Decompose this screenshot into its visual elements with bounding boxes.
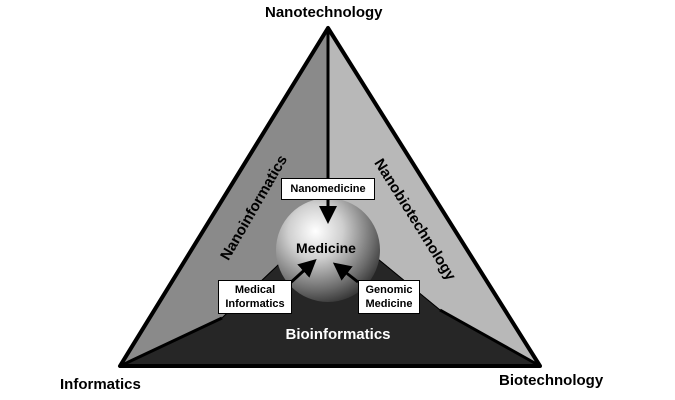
medical-informatics-line1: Medical xyxy=(234,284,276,296)
center-label: Medicine xyxy=(296,240,356,256)
genomic-medicine-box: Genomic Medicine xyxy=(358,280,420,314)
medical-informatics-line2: Informatics xyxy=(225,298,285,310)
nanomedicine-label: Nanomedicine xyxy=(290,183,366,195)
spoke-right xyxy=(439,308,541,368)
medical-informatics-box: Medical Informatics xyxy=(218,280,292,314)
vertex-label-left: Informatics xyxy=(60,376,141,393)
nanomedicine-box: Nanomedicine xyxy=(281,178,375,200)
edge-label-bottom: Bioinformatics xyxy=(285,326,390,343)
spoke-left xyxy=(119,316,223,368)
genomic-medicine-line1: Genomic xyxy=(365,284,413,296)
vertex-label-right: Biotechnology xyxy=(499,372,604,389)
vertex-label-top: Nanotechnology xyxy=(265,4,383,21)
genomic-medicine-line2: Medicine xyxy=(365,298,413,310)
triangle-outline xyxy=(118,26,542,368)
arrow-right xyxy=(332,262,359,284)
